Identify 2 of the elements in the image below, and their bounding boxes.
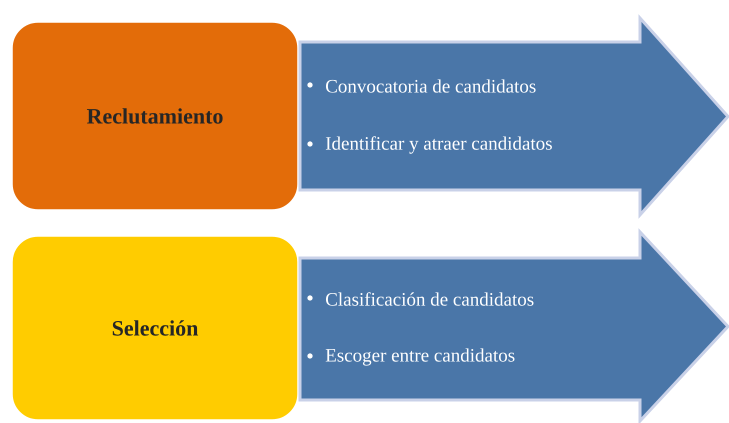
stage-box: Selección: [11, 235, 299, 421]
stage-box: Reclutamiento: [11, 21, 299, 211]
